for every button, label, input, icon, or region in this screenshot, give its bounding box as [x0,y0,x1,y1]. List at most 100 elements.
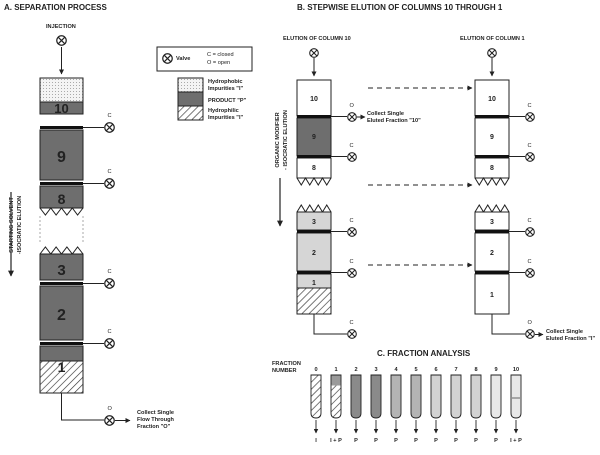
side-valve-icon[interactable] [347,227,357,237]
column-a-break-top [39,207,84,216]
col10-number-8: 8 [312,165,316,172]
column-a-number-8: 8 [58,191,66,207]
panel-a-side-label-1: STARTING SOLVENT [9,197,15,253]
legend-hydrophilic-2: Impurities "I" [208,115,243,121]
fraction-tube-4: 4P [390,367,402,444]
valve-state-label: C [350,218,354,224]
col10-number-2: 2 [312,250,316,257]
fraction-content-label: P [474,438,478,444]
injection-label: INJECTION [46,24,76,30]
fraction-content-label: P [414,438,418,444]
fraction-content-label: I + P [330,438,342,444]
legend-hydrophobic-2: Impurities "I" [208,86,243,92]
fraction-number: 5 [414,367,417,373]
column-a-number-2: 2 [57,307,66,324]
side-valve-icon[interactable] [347,268,357,278]
col10-hydrophilic-zone [296,287,332,315]
fraction-axis-label-2: NUMBER [272,368,297,374]
col10-segment-10 [296,79,332,117]
side-valve-icon[interactable] [347,152,357,162]
side-valve-icon[interactable] [104,178,115,189]
col10-number-3: 3 [312,219,316,226]
column-a-number-9: 9 [57,149,66,166]
legend-hydrophilic-1: Hydrophilic [208,108,239,114]
panel-a: A. SEPARATION PROCESS INJECTION 10 9 8 3… [4,3,175,430]
column-a-hydrophilic-zone [39,360,84,394]
fraction-number: 7 [454,367,457,373]
fraction-content-label: P [354,438,358,444]
legend-hydrophobic-1: Hydrophobic [208,79,243,85]
injection-valve-icon[interactable] [56,35,67,46]
fraction-number: 3 [374,367,377,373]
fraction-tube-10: 10I + P [510,367,522,444]
legend: Valve C = closed O = open Hydrophobic Im… [156,46,253,121]
fraction-content-label: P [494,438,498,444]
legend-valve-icon [162,53,173,64]
col1-number-2: 2 [490,250,494,257]
col10-valve-open-icon[interactable] [347,112,357,122]
panel-c: C. FRACTION ANALYSIS FRACTION NUMBER 0I1… [272,349,522,444]
side-valve-icon[interactable] [525,112,535,122]
side-valve-icon[interactable] [525,152,535,162]
fraction-tube-0: 0I [310,367,322,444]
column-a-break-bottom [39,246,84,255]
fraction-number: 6 [434,367,437,373]
col1-number-10: 10 [488,96,496,103]
column-a-number-3: 3 [57,262,65,279]
fraction-content-label: P [454,438,458,444]
side-valve-icon[interactable] [347,329,357,339]
col10-number-10: 10 [310,96,318,103]
fraction-number: 4 [394,367,398,373]
legend-closed-text: C = closed [207,52,234,58]
col1-number-9: 9 [490,134,494,141]
fraction10-label-2: Eluted Fraction "10" [367,118,421,124]
valve-state-label: O [350,103,355,109]
column-a-segment-9 [39,129,84,181]
fraction-content-label: P [434,438,438,444]
column-a-number-10: 10 [54,101,68,116]
valve-state-label: C [108,269,112,275]
fraction10-label-1: Collect Single [367,111,404,117]
fraction-content-label: I [315,438,317,444]
column-a-segment-10 [39,101,84,115]
valve-state-label: C [108,113,112,119]
col1-number-1: 1 [490,292,494,299]
valve-state-label: C [528,259,532,265]
column-a-frit-2 [40,182,83,185]
side-valve-icon[interactable] [525,268,535,278]
side-valve-icon[interactable] [104,278,115,289]
outlet-label-1: Collect Single [137,410,174,416]
column-a-segment-3 [39,253,84,281]
column-a-side-valves: C C C C [83,113,115,349]
col1-number-3: 3 [490,219,494,226]
panel-a-side-label-2: -ISOCRATIC ELUTION [17,196,23,254]
outlet-valve-icon[interactable] [104,415,115,426]
col1-label: ELUTION OF COLUMN 1 [460,36,525,42]
legend-hydrophobic-swatch [177,77,204,93]
col1-inlet-valve-icon[interactable] [487,48,497,58]
fraction-tube-6: 6P [430,367,442,444]
col1-break-top [474,177,510,186]
side-valve-icon[interactable] [104,338,115,349]
fraction-tube-3: 3P [370,367,382,444]
fraction-content-label: P [374,438,378,444]
valve-state-label: C [108,329,112,335]
column-a-frit-1 [40,126,83,129]
legend-product: PRODUCT "P" [208,98,247,104]
side-valve-icon[interactable] [525,227,535,237]
col10-number-9: 9 [312,134,316,141]
column-a-segment-2 [39,285,84,341]
col1-valve-open-icon[interactable] [525,329,535,339]
fraction-tube-5: 5P [410,367,422,444]
fraction-number: 8 [474,367,477,373]
col10-inlet-valve-icon[interactable] [309,48,319,58]
valve-state-label: O [108,406,113,412]
side-valve-icon[interactable] [104,122,115,133]
panel-a-title: A. SEPARATION PROCESS [4,3,107,12]
legend-valve-label: Valve [176,56,190,62]
column-a-outlet-line [61,393,104,421]
fraction1-label-2: Eluted Fraction "I" [546,336,595,342]
fraction-number: 2 [354,367,357,373]
